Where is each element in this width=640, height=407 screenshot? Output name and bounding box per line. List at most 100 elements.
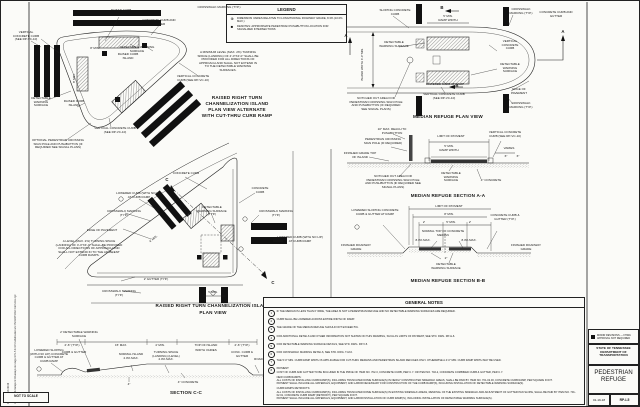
note-text: THE 5'-0" MIN. CURB RAMP WIDTH IS APPLIC… xyxy=(276,359,502,363)
margin-file-path: 16-19 - Curb Ramps & Driveways std dwgs … xyxy=(14,294,17,404)
general-notes-box: GENERAL NOTES 1 IF THE MEDIAN IS LESS TH… xyxy=(263,297,585,405)
label-concrete-curb-gutter-typ: CONCRETE CURB & GUTTER (TYP.) xyxy=(490,213,520,221)
general-note-row: 7 THE 5'-0" MIN. CURB RAMP WIDTH IS APPL… xyxy=(268,359,580,366)
section-c-marker: C xyxy=(165,177,169,182)
note-number-badge: 3 xyxy=(268,326,275,333)
section-bb-title: MEDIAN REFUGE SECTION B-B xyxy=(410,278,486,283)
note-text: FOR ADDITIONAL DETAILS AND OTHER INFORMA… xyxy=(276,334,456,338)
note-text: NEW CURB RAMPS: ALL COSTS OF INSTALLING … xyxy=(276,375,553,386)
label-4in-concrete: 4" CONCRETE xyxy=(480,178,502,182)
dimension-varies-icon: ⊕ xyxy=(230,15,234,21)
label-dim-15max: 15' MAX. xyxy=(114,343,128,347)
sheet-date-cell: 01-19-18 xyxy=(588,394,610,406)
sheet-title-line1: PEDESTRIAN xyxy=(594,370,633,376)
alt-plan-title-line1: RAISED RIGHT TURN xyxy=(211,95,263,100)
label-finished-roadway-grade: FINISHED ROADWAY GRADE xyxy=(511,243,542,251)
note-notched-out-area: NOTCHED OUT AREA FOR PEDESTRIAN CROSSING… xyxy=(365,174,421,189)
label-dim-varies: VARIES xyxy=(503,146,515,150)
note-notched-out-area: NOTCHED OUT AREA FOR PEDESTRIAN CROSSING… xyxy=(349,96,403,111)
main-plan-title-line2: PLAN VIEW xyxy=(199,310,227,315)
label-sloping-concrete-curb: SLOPING CONCRETE CURB xyxy=(379,8,411,16)
label-detectable-warning-surface-typ: DETECTABLE WARNING SURFACE (TYP.) xyxy=(197,205,227,217)
label-detectable-warning-surface: DETECTABLE WARNING SURFACE xyxy=(31,96,51,108)
label-raised-curb-island: RAISED CURB ISLAND xyxy=(117,52,139,60)
general-notes-title: GENERAL NOTES xyxy=(264,298,584,308)
label-concrete-curb: CONCRETE CURB xyxy=(172,171,200,175)
general-note-row: 5 FOR DETECTABLE WARNING SURFACE DETAILS… xyxy=(268,342,580,350)
note-text: FOR CROSSWALK MARKING DETAILS, SEE STD. … xyxy=(276,350,353,354)
label-finished-roadway-grade: FINISHED ROADWAY GRADE xyxy=(341,243,372,251)
agency-line2: DEPARTMENT OF xyxy=(600,349,627,354)
label-lowered-curb-no-lip: LOWERED CURB (WITH NO LIP) AT CURB RAMP xyxy=(277,235,323,243)
label-crosswalk-marking: CROSSWALK MARKING (TYP.) xyxy=(107,209,141,217)
label-detectable-warning-surface: DETECTABLE WARNING SURFACE xyxy=(441,171,461,183)
label-width-varies: WIDTH VARIES xyxy=(195,348,217,352)
label-limit-of-payment: LIMIT OF PAYMENT xyxy=(437,134,465,138)
section-aa-linework xyxy=(347,133,529,180)
label-detectable-warning-surface: DETECTABLE WARNING SURFACE xyxy=(500,62,520,74)
label-ramp-width-5min: 5' MIN. xyxy=(443,14,453,18)
note-text: CURB RAMPS RETROFITS: ALL COSTS OF INSTA… xyxy=(276,387,576,401)
note-minimum-turning-space: A MINIMUM LEVEL (MAX. 2%) TURNING SPACE … xyxy=(197,50,259,72)
general-note-row: 6 FOR CROSSWALK MARKING DETAILS, SEE STD… xyxy=(268,350,580,358)
label-dim-5min: 5' MIN. xyxy=(208,290,218,294)
label-vertical-concrete-curb: VERTICAL CONCRETE CURB (SEE RP-VC-10) xyxy=(488,130,522,138)
agency-line3: TRANSPORTATION xyxy=(599,353,628,358)
label-curb-gutter: CURB & GUTTER xyxy=(61,350,87,354)
note-number-badge: 6 xyxy=(268,350,275,358)
label-ramp-width: RAMP WIDTH xyxy=(439,148,459,152)
revision-block xyxy=(589,5,638,8)
label-dim-2in: 2" xyxy=(444,256,448,260)
label-dim-8min: 8' MIN. xyxy=(444,211,454,216)
label-dim-6in: 6" xyxy=(504,154,508,158)
label-4in-concrete: 4" CONCRETE xyxy=(177,380,199,384)
section-a-marker: A xyxy=(344,33,348,38)
label-detectable-warning-surface: DETECTABLE WARNING SURFACE xyxy=(119,45,155,53)
legend-dimension-note: DIMENSION VARIES RELATIVE TO LONGITUDINA… xyxy=(237,16,343,23)
general-note-row: CURB RAMPS RETROFITS: ALL COSTS OF INSTA… xyxy=(268,387,580,400)
label-crosswalk-marking: CROSSWALK MARKING (TYP.) xyxy=(509,7,533,15)
alt-plan-linework xyxy=(30,10,202,148)
label-dim-6in: 6" xyxy=(516,154,520,158)
section-a-marker: A xyxy=(561,29,565,34)
alt-plan-title-line4: WITH CUT-THRU CURB RAMP xyxy=(201,113,273,118)
label-normal-island-slope: NORMAL ISLAND 2.0% MAX. xyxy=(118,352,144,360)
sheet-number-cell: RP-I-5 xyxy=(610,394,639,406)
approval-note-box: MINOR REVISIONS — FHWA APPROVAL NOT REQU… xyxy=(588,329,639,344)
label-detectable-warning-surface: DETECTABLE WARNING SURFACE xyxy=(379,40,409,48)
general-note-row: 2 CURB SHALL BE LOWERED ACROSS ENTIRE WI… xyxy=(268,318,580,325)
note-level-turning-space: A LEVEL (MAX. 2%) TURNING SPACE (LANDING… xyxy=(55,239,123,258)
label-crosswalk-marking: CROSSWALK MARKING (TYP.) xyxy=(509,101,533,109)
main-plan-title-line1: RAISED RIGHT TURN CHANNELIZATION ISLAND xyxy=(155,303,271,308)
note-number-badge: 2 xyxy=(268,318,275,325)
general-note-row: 8 PAYMENT: COST OF CURB AND GUTTER TO BE… xyxy=(268,367,580,374)
label-concrete-curb-gutter: CONCRETE CURB AND GUTTER xyxy=(539,10,573,18)
note-number-badge: 1 xyxy=(268,310,275,317)
main-plan-linework xyxy=(56,142,332,304)
note-number-badge: 4 xyxy=(268,334,275,342)
label-crosswalk-marking: CROSSWALK MARKING (TYP.) xyxy=(259,209,293,217)
scale-note-box: NOT TO SCALE xyxy=(3,392,49,403)
note-optional-sign-pole: OPTIONAL PEDESTRIAN CROSSING SIGN POLE A… xyxy=(32,138,84,150)
label-vertical-concrete-curb: VERTICAL CONCRETE CURB (SEE RP-VC-10) xyxy=(176,74,210,82)
label-dim-5min: 5' MIN. xyxy=(446,219,456,224)
label-dim-2ft: 2' xyxy=(422,219,426,224)
label-dim-8min: 8' MIN. xyxy=(90,46,100,50)
label-edge-of-pavement: EDGE OF PAVEMENT xyxy=(86,228,118,232)
agency-box: STATE OF TENNESSEE DEPARTMENT OF TRANSPO… xyxy=(588,344,639,365)
checkbox-icon xyxy=(591,334,595,339)
note-number-badge: 5 xyxy=(268,342,275,350)
label-dim-2-6-typ: 2'-6" (TYP.) xyxy=(234,343,250,347)
general-note-row: 4 FOR ADDITIONAL DETAILS AND OTHER INFOR… xyxy=(268,334,580,342)
label-2ft-dws: 2' DETECTABLE WARNING SURFACE xyxy=(60,330,98,338)
general-note-row: 3 THE GRADE OF THE MEDIAN REFUGE SHOULD … xyxy=(268,326,580,333)
legend-title: LEGEND xyxy=(227,5,346,15)
label-dim-8min-vert: 8' MIN. xyxy=(72,73,76,83)
label-crosswalk-marking: CROSSWALK MARKING (TYP.) xyxy=(197,5,241,9)
note-text: CURB SHALL BE LOWERED ACROSS ENTIRE WIDT… xyxy=(276,318,355,322)
note-text: FOR DETECTABLE WARNING SURFACE DETAILS, … xyxy=(276,342,368,346)
section-b-marker: B xyxy=(455,83,459,88)
section-bb-linework xyxy=(347,206,531,264)
label-crosswalk-marking: CROSSWALK MARKING (TYP.) xyxy=(102,289,136,297)
